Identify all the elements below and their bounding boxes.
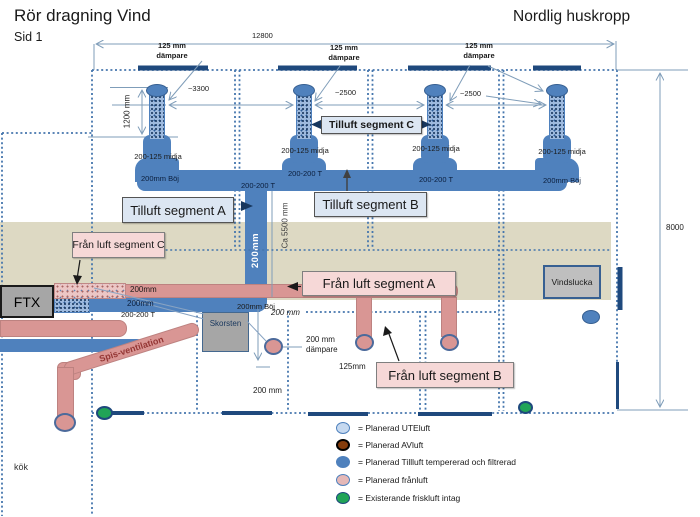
over-dimension-lines	[256, 191, 302, 368]
tilluft-segment-a-label: Tilluft segment A	[122, 197, 234, 223]
legend-uteluft-text: = Planerad UTEluft	[358, 423, 431, 433]
tilluft-segment-b-label: Tilluft segment B	[314, 192, 427, 217]
drop-below-size: 200 mm	[271, 308, 300, 317]
uteluft-swatch-icon	[336, 422, 350, 434]
riser1-fitting-label: 200mm Böj	[141, 174, 179, 183]
legend-item-avluft: = Planerad AVluft	[336, 439, 423, 451]
damper125-label-2: 125 mm dämpare	[316, 42, 372, 64]
drop-bend-label: 200mm Böj	[237, 302, 275, 311]
damper125-label-3: 125 mm dämpare	[451, 40, 507, 62]
franluft-segment-c-label: Från luft segment C	[72, 232, 165, 258]
legend-item-friskluft: = Existerande friskluft intag	[336, 492, 460, 504]
ftx-blue-size: 200mm	[127, 299, 154, 308]
trunk-tee-label: 200-200 T	[241, 181, 276, 190]
franluft-b-text: Från luft segment B	[388, 367, 502, 383]
damper125-1-line1: 125 mm	[158, 41, 186, 51]
kok-label: kök	[14, 462, 29, 472]
label-arrows	[73, 120, 431, 362]
solid-wall-segments	[138, 65, 623, 416]
tilluft-a-text: Tilluft segment A	[130, 202, 226, 218]
skorsten-label: Skorsten	[209, 319, 242, 328]
dimension-lines	[88, 41, 688, 411]
franluft-vent-1	[355, 334, 374, 351]
span-dim-1: ~3300	[188, 84, 210, 93]
riser3-flex-duct	[427, 90, 443, 140]
riser4-midja-label: 200-125 midja	[538, 147, 586, 156]
damper125-2-line2: dämpare	[328, 53, 360, 62]
tilluft-segment-c-label: Tilluft segment C	[321, 116, 422, 134]
ftx-label: FTX	[13, 293, 41, 310]
vindslucka-label: Vindslucka	[551, 277, 593, 287]
franluft-a-text: Från luft segment A	[322, 276, 436, 291]
franluft-lower-branch	[0, 320, 127, 337]
tilluft-drop-duct: 200mm	[245, 188, 267, 312]
ftx-tee-label: 200-200 T	[121, 310, 156, 319]
d125-label: 125mm	[339, 362, 366, 371]
franluft-insulated	[54, 283, 126, 299]
riser2-midja-label: 200-125 midja	[281, 146, 329, 155]
damper125-label-1: 125 mm dämpare	[144, 40, 200, 62]
legend-item-tilluft: = Planerad Tillluft tempererad och filtr…	[336, 456, 516, 468]
friskluft-swatch-icon	[336, 492, 350, 504]
damper125-3-line2: dämpare	[463, 51, 495, 60]
riser1-flex-duct	[149, 90, 165, 140]
drop-length-dim: Ca 5500 mm	[280, 202, 290, 249]
friskluft-intake-2	[518, 401, 533, 414]
riser3-midja-label: 200-125 midja	[412, 144, 460, 153]
riser2-cap	[293, 84, 315, 97]
kitchen-vent	[54, 413, 76, 432]
skorsten-chimney: Skorsten	[202, 312, 249, 352]
riser4-fitting-label: 200mm Böj	[543, 176, 581, 185]
tilluft-ftx-duct	[54, 298, 260, 312]
legend-item-franluft: = Planerad frånluft	[336, 474, 428, 486]
dim-height-total: 8000	[666, 223, 684, 232]
franluft-vent-skorsten	[264, 338, 283, 355]
span-dim-3: ~2500	[460, 89, 482, 98]
franluft-segment-a-label: Från luft segment A	[302, 271, 456, 296]
riser1-midja-label: 200-125 midja	[134, 152, 182, 161]
skorsten-leader-lines	[93, 287, 267, 342]
franluft-c-text: Från luft segment C	[72, 239, 165, 251]
dim-width-total: 12800	[252, 31, 273, 40]
duct-200-b-label: 200 mm	[253, 386, 282, 395]
riser4-cap	[546, 84, 568, 97]
ftx-unit: FTX	[0, 285, 54, 318]
ftx-pink-size: 200mm	[130, 285, 157, 294]
span-dim-2: ~2500	[335, 88, 357, 97]
vindslucka-hatch: Vindslucka	[543, 265, 601, 299]
tilluft-main-duct	[137, 170, 567, 191]
franluft-swatch-icon	[336, 474, 350, 486]
damper200-label: 200 mm dämpare	[306, 335, 338, 355]
damper200-line1: 200 mm	[306, 335, 335, 344]
page-number: Sid 1	[14, 30, 43, 44]
franluft-segment-b-label: Från luft segment B	[376, 362, 514, 388]
avluft-swatch-icon	[336, 439, 350, 451]
legend-avluft-text: = Planerad AVluft	[358, 440, 424, 450]
damper125-2-line1: 125 mm	[330, 43, 358, 53]
page-title: Rör dragning Vind	[14, 6, 151, 25]
tilluft-c-text: Tilluft segment C	[329, 119, 414, 131]
tilluft-swatch-icon	[336, 456, 350, 468]
legend-franluft-text: = Planerad frånluft	[358, 475, 428, 485]
wing-title: Nordlig huskropp	[513, 8, 631, 25]
riser1-cap	[146, 84, 168, 97]
legend-item-uteluft: = Planerad UTEluft	[336, 422, 430, 434]
riser3-cap	[424, 84, 446, 97]
franluft-vent-2	[440, 334, 459, 351]
legend-friskluft-text: = Existerande friskluft intag	[358, 493, 461, 503]
damper200-line2: dämpare	[306, 345, 338, 354]
riser3-fitting-label: 200-200 T	[419, 175, 454, 184]
riser2-fitting-label: 200-200 T	[288, 169, 323, 178]
tilluft-vent	[582, 310, 600, 324]
damper125-3-line1: 125 mm	[465, 41, 493, 51]
damper125-1-line2: dämpare	[156, 51, 188, 60]
tilluft-b-text: Tilluft segment B	[322, 197, 419, 212]
legend-tilluft-text: = Planerad Tillluft tempererad och filtr…	[358, 457, 517, 467]
riser-height-dim: 1200 mm	[122, 94, 132, 129]
